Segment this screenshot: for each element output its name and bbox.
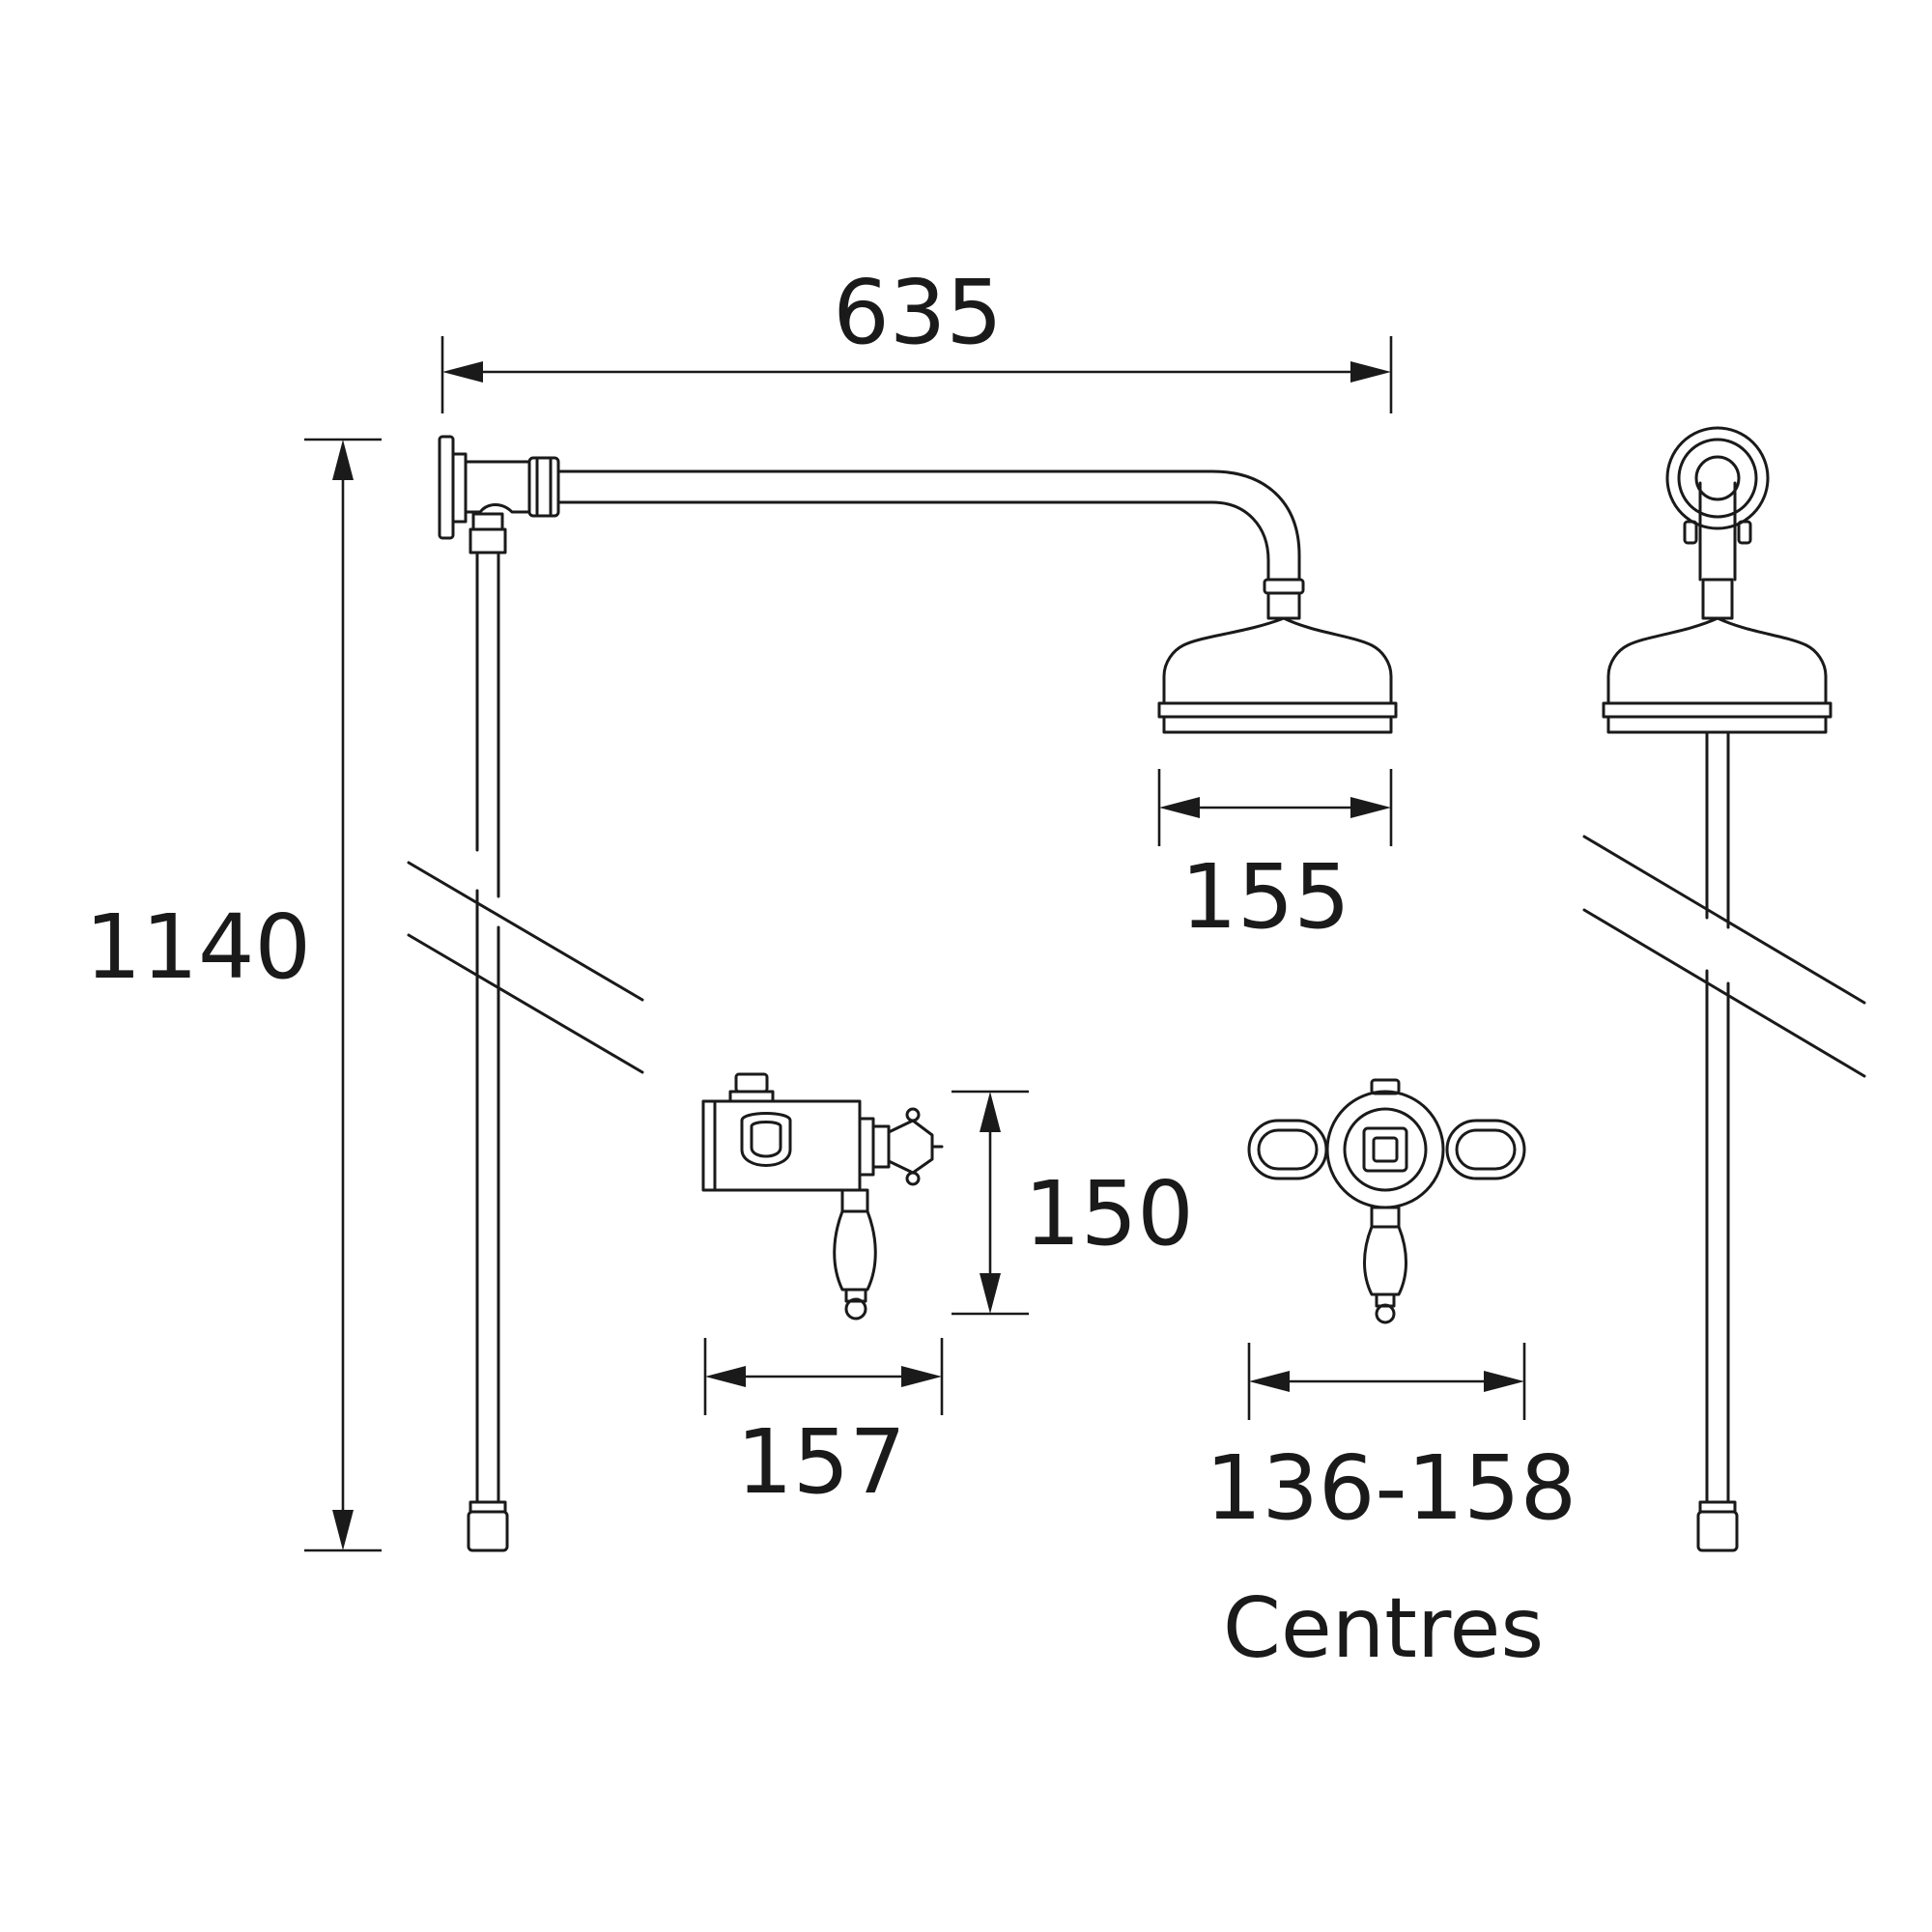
label-635: 635 [833, 261, 1003, 364]
dimension-valve-height: 150 [952, 1090, 1194, 1316]
dimension-head-diameter: 155 [1157, 769, 1393, 949]
label-155: 155 [1180, 845, 1350, 949]
label-1140: 1140 [85, 895, 311, 999]
valve-front-view [1247, 1078, 1526, 1324]
dimension-valve-depth: 157 [703, 1338, 944, 1514]
label-centres: Centres [1223, 1580, 1544, 1677]
front-view-shower [1582, 426, 1866, 1552]
dimension-width-overall: 635 [440, 261, 1393, 413]
valve-side-view [701, 1072, 944, 1321]
dimension-valve-centres: 136-158 Centres [1206, 1343, 1577, 1677]
side-view-shower [407, 435, 1398, 1552]
dimension-height-overall: 1140 [85, 438, 382, 1552]
label-136-158: 136-158 [1206, 1436, 1577, 1540]
label-150: 150 [1024, 1162, 1194, 1265]
label-157: 157 [736, 1410, 906, 1514]
